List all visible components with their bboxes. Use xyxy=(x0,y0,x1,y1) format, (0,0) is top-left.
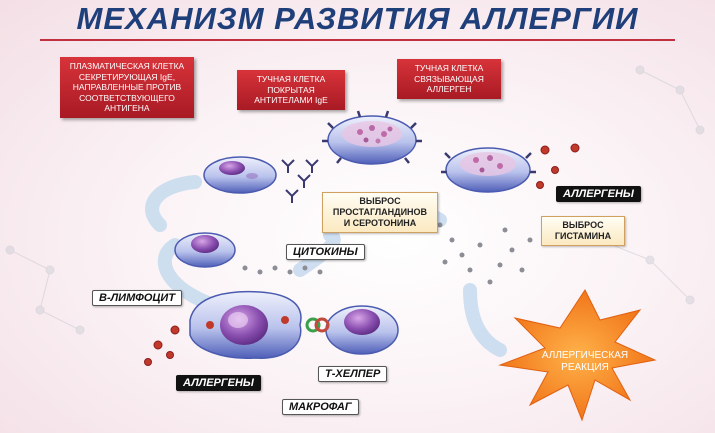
arrow-to-reaction xyxy=(463,283,507,357)
note-histamine: ВЫБРОС ГИСТАМИНА xyxy=(541,216,625,246)
label-macrophage: МАКРОФАГ xyxy=(282,399,359,415)
label-allergens-bottom: АЛЛЕРГЕНЫ xyxy=(176,375,261,391)
tcell-receptor-link xyxy=(305,317,330,333)
ige-antibodies xyxy=(281,159,319,203)
plasma-cell xyxy=(203,156,277,194)
allergens-bottom xyxy=(144,325,180,366)
background-molecules xyxy=(5,65,705,335)
mediator-granules xyxy=(242,222,533,285)
callout-plasma-cell: ПЛАЗМАТИЧЕСКАЯ КЛЕТКА СЕКРЕТИРУЮЩАЯ IgE,… xyxy=(60,57,194,118)
label-t-helper: Т-ХЕЛПЕР xyxy=(318,366,388,382)
allergens-right xyxy=(536,143,580,189)
label-allergens-right: АЛЛЕРГЕНЫ xyxy=(556,186,641,202)
title-underline xyxy=(40,39,675,41)
mast-cell-coated xyxy=(322,110,422,165)
note-prostaglandins: ВЫБРОС ПРОСТАГЛАНДИНОВ И СЕРОТОНИНА xyxy=(322,192,438,233)
macrophage-cell xyxy=(189,290,302,359)
allergic-reaction-burst xyxy=(498,289,657,422)
label-cytokines: ЦИТОКИНЫ xyxy=(286,244,365,260)
label-b-lymphocyte: В-ЛИМФОЦИТ xyxy=(92,290,183,306)
t-helper-cell xyxy=(325,305,399,355)
label-allergic-reaction: АЛЛЕРГИЧЕСКАЯ РЕАКЦИЯ xyxy=(541,350,629,373)
callout-mast-cell-binding: ТУЧНАЯ КЛЕТКА СВЯЗЫВАЮЩАЯ АЛЛЕРГЕН xyxy=(397,59,501,99)
callout-mast-cell-coated: ТУЧНАЯ КЛЕТКА ПОКРЫТАЯ АНТИТЕЛАМИ IgE xyxy=(237,70,345,110)
page-title: МЕХАНИЗМ РАЗВИТИЯ АЛЛЕРГИИ xyxy=(76,1,639,36)
mast-cell-binding xyxy=(441,147,536,193)
arrow-blymph-to-plasma xyxy=(145,175,202,232)
b-lymphocyte-cell xyxy=(174,232,236,268)
